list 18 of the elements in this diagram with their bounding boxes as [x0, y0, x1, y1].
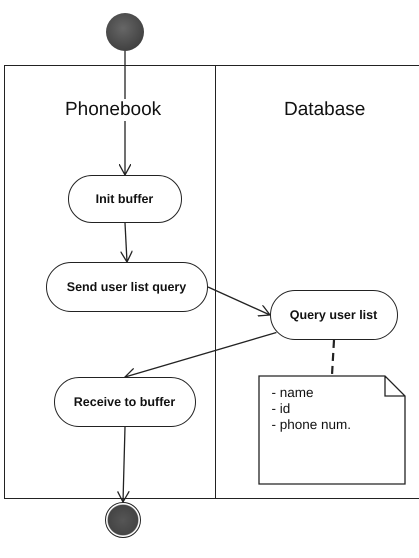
action-node: Send user list query — [46, 262, 208, 312]
swimlane — [4, 65, 216, 499]
start-node — [106, 13, 144, 51]
lane-title: Phonebook — [65, 99, 162, 121]
final-node — [105, 502, 141, 538]
dashed-connector — [330, 340, 336, 376]
action-node: Init buffer — [68, 174, 182, 222]
swimlane — [215, 65, 419, 499]
arrow — [118, 51, 132, 176]
note-text: - id — [272, 400, 292, 416]
note-text: - name — [272, 384, 315, 400]
action-node: Receive to buffer — [54, 376, 196, 426]
action-node: Query user list — [270, 290, 398, 340]
note — [258, 374, 406, 484]
arrow — [116, 426, 130, 503]
note-text: - phone num. — [272, 416, 352, 432]
arrow — [208, 286, 271, 317]
arrow — [120, 222, 134, 263]
